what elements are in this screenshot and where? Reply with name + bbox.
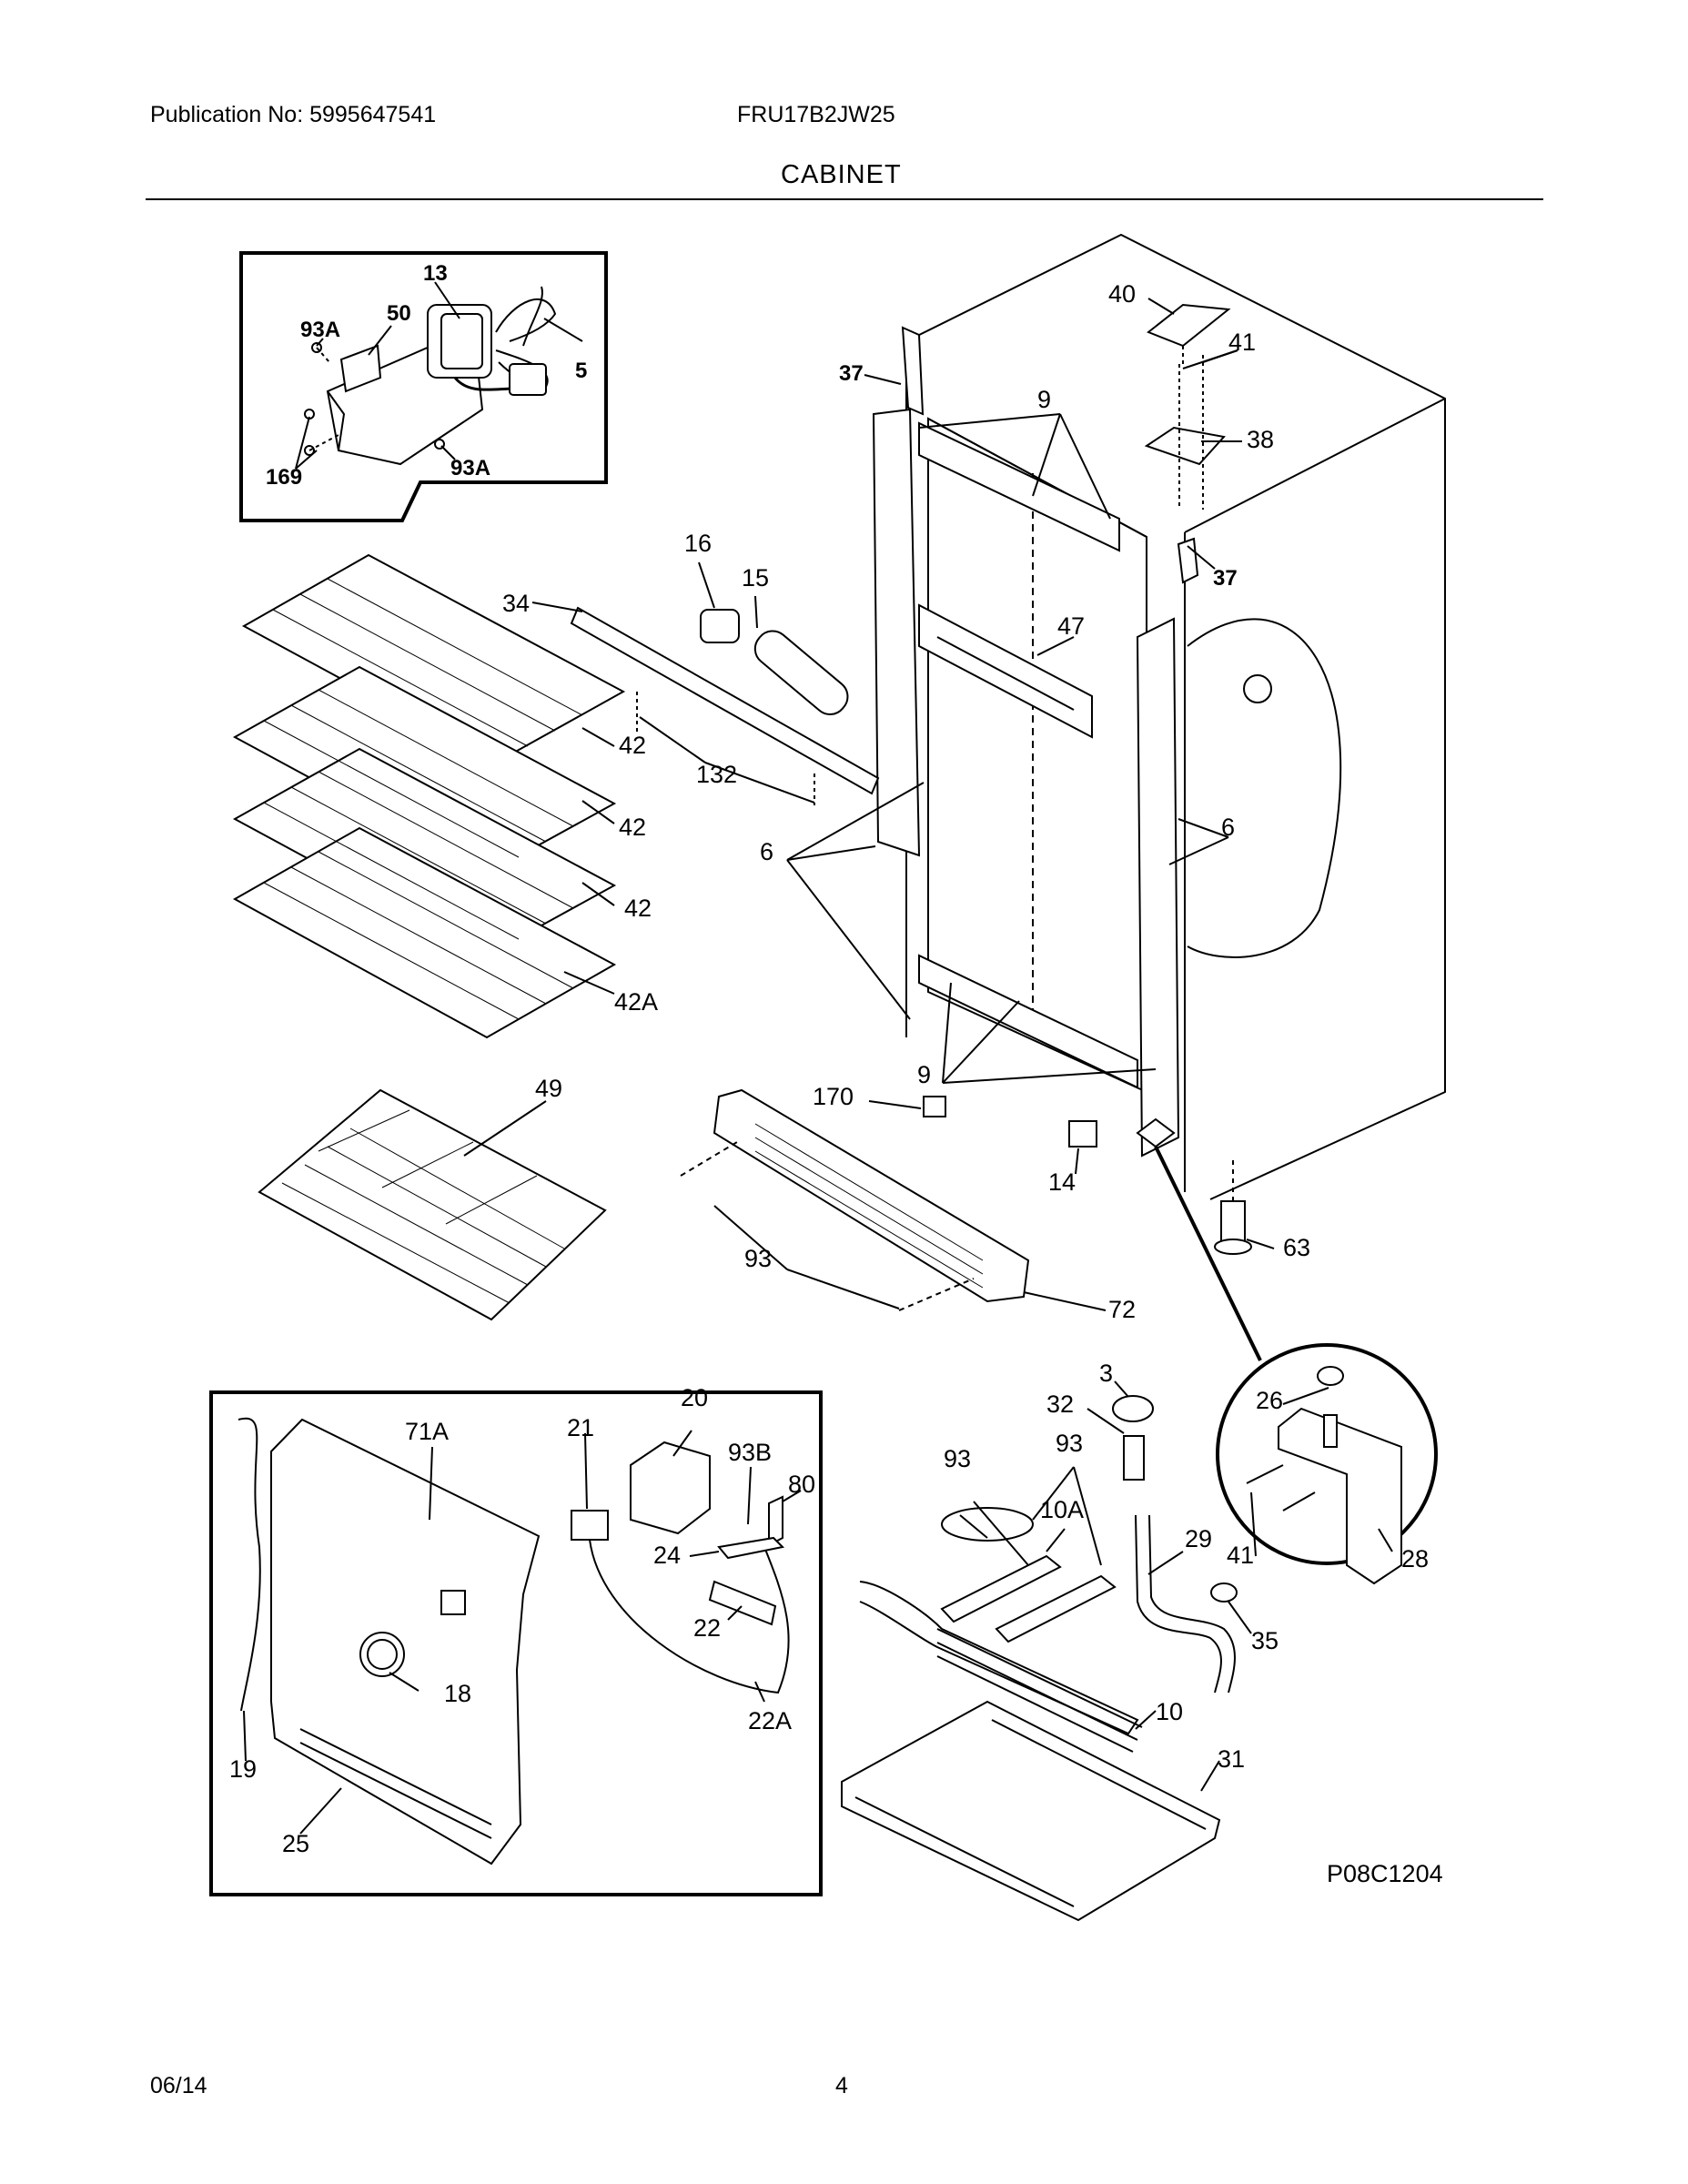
page-number: 4 <box>835 2073 848 2098</box>
wire-shelves <box>232 553 626 1039</box>
cabinet-body <box>786 233 1446 1200</box>
part-label: 42 <box>619 732 646 759</box>
fan-motor-inset <box>239 251 608 522</box>
part-label: 6 <box>1221 814 1235 841</box>
part-label: 41 <box>1227 1542 1254 1569</box>
part-label: 93A <box>300 318 340 342</box>
part-label: 40 <box>1108 280 1136 308</box>
bottom-hinge-area <box>1068 1117 1275 1361</box>
part-label: 42 <box>624 895 652 922</box>
part-label: 41 <box>1228 329 1256 356</box>
footer-date: 06/14 <box>150 2073 207 2098</box>
part-label: 42 <box>619 814 646 841</box>
part-label: 19 <box>229 1755 257 1783</box>
publication-number: Publication No: 5995647541 <box>150 102 437 127</box>
part-label: 132 <box>696 761 737 788</box>
model-number: FRU17B2JW25 <box>737 102 895 127</box>
part-label: 22 <box>693 1614 721 1642</box>
part-label: 63 <box>1283 1234 1310 1261</box>
part-labels: 13 93A 50 5 169 93A 40 41 37 9 38 37 16 … <box>229 261 1443 1887</box>
part-label: 169 <box>266 465 302 490</box>
part-label: 34 <box>502 590 530 617</box>
part-label: 72 <box>1108 1296 1136 1323</box>
part-label: 21 <box>567 1414 594 1441</box>
timer-inset <box>209 1390 823 1896</box>
part-label: 9 <box>917 1061 931 1088</box>
part-label: 29 <box>1185 1525 1212 1552</box>
part-label: 3 <box>1099 1360 1113 1387</box>
part-label: 22A <box>748 1707 792 1734</box>
part-label: 25 <box>282 1830 309 1857</box>
part-label: 71A <box>405 1418 449 1445</box>
part-label: 80 <box>788 1471 815 1498</box>
part-label: 49 <box>535 1075 562 1102</box>
part-label: 26 <box>1256 1387 1283 1414</box>
hinge-detail-inset <box>1216 1343 1438 1585</box>
part-label: 18 <box>444 1680 471 1707</box>
part-label: 50 <box>387 301 411 326</box>
part-label: 93 <box>744 1245 772 1272</box>
part-label: 10 <box>1156 1698 1183 1725</box>
defrost-drain-assembly <box>841 1380 1252 1922</box>
part-label: 42A <box>614 988 658 1016</box>
part-label: 170 <box>813 1083 854 1110</box>
part-label: 20 <box>681 1384 708 1411</box>
part-label: 32 <box>1046 1390 1074 1418</box>
part-label: 37 <box>839 361 864 386</box>
part-label: 10A <box>1040 1496 1084 1523</box>
header-divider <box>146 198 1543 200</box>
part-label: 93B <box>728 1439 772 1466</box>
part-label: 93 <box>944 1445 971 1472</box>
part-label: 93A <box>450 456 490 480</box>
part-label: 14 <box>1048 1168 1076 1196</box>
part-label: 37 <box>1213 566 1238 591</box>
part-label: 5 <box>575 359 587 383</box>
diagram-code: P08C1204 <box>1327 1860 1443 1887</box>
part-label: 6 <box>760 838 773 865</box>
section-title: CABINET <box>781 160 902 189</box>
light-assembly <box>531 561 880 805</box>
part-label: 15 <box>742 564 769 592</box>
part-label: 35 <box>1251 1627 1279 1654</box>
part-label: 9 <box>1037 386 1051 413</box>
part-label: 28 <box>1401 1545 1429 1572</box>
part-label: 16 <box>684 530 712 557</box>
kickplate <box>680 1088 1107 1311</box>
part-label: 38 <box>1247 426 1274 453</box>
basket <box>258 1088 607 1321</box>
part-label: 24 <box>653 1542 681 1569</box>
part-label: 93 <box>1056 1430 1083 1457</box>
part-label: 47 <box>1057 612 1085 640</box>
part-label: 31 <box>1218 1745 1245 1773</box>
part-label: 13 <box>423 261 448 286</box>
